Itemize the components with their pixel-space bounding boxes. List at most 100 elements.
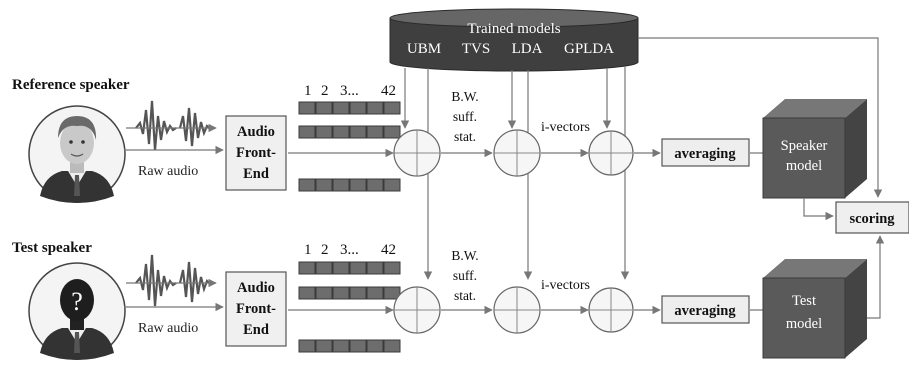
feature-index-2: 2 xyxy=(321,83,329,99)
scoring-label: scoring xyxy=(849,211,895,227)
feature-cell xyxy=(333,262,349,274)
test-bw-stats-label: B.W. suff. stat. xyxy=(451,248,478,303)
feature-cell xyxy=(333,340,349,352)
feature-cell xyxy=(299,262,315,274)
model-lda-label: LDA xyxy=(512,41,543,57)
feature-cell xyxy=(350,126,366,138)
test-front-end-line-3: End xyxy=(243,322,269,338)
test-bw-label-line-1: B.W. xyxy=(451,248,478,263)
feature-cell xyxy=(333,287,349,299)
test-feature-index-1: 1 xyxy=(304,242,312,258)
feature-cell xyxy=(299,102,315,114)
test-averaging-box: averaging xyxy=(662,296,749,323)
trained-models-database: Trained models UBM TVS LDA GPLDA xyxy=(390,9,638,71)
feature-cell xyxy=(367,102,383,114)
reference-feature-index-labels: 1 2 3... 42 xyxy=(304,83,396,99)
feature-cell xyxy=(384,179,400,191)
feature-cell xyxy=(384,340,400,352)
test-front-end-box: Audio Front- End xyxy=(226,272,286,346)
feature-cell xyxy=(350,287,366,299)
feature-vector-row xyxy=(299,102,400,114)
bw-label-line-3: stat. xyxy=(454,129,476,144)
averaging-label-test: averaging xyxy=(674,303,736,319)
feature-cell xyxy=(316,287,332,299)
feature-cell xyxy=(333,126,349,138)
feature-cell xyxy=(367,179,383,191)
bw-label-line-2: suff. xyxy=(453,109,477,124)
test-feature-index-2: 2 xyxy=(321,242,329,258)
feature-vector-row xyxy=(299,262,400,274)
test-raw-audio-label: Raw audio xyxy=(138,321,198,336)
test-bw-label-line-3: stat. xyxy=(454,288,476,303)
feature-cell xyxy=(367,287,383,299)
test-front-end-line-1: Audio xyxy=(237,280,275,296)
test-speaker-label: Test speaker xyxy=(12,240,92,256)
feature-index-3: 3... xyxy=(340,83,359,99)
reference-speaker-label: Reference speaker xyxy=(12,77,130,93)
test-speaker-avatar: ? xyxy=(29,263,125,360)
feature-cell xyxy=(316,179,332,191)
feature-index-1: 1 xyxy=(304,83,312,99)
feature-cell xyxy=(350,179,366,191)
reference-ivectors-label: i-vectors xyxy=(541,120,590,135)
model-gplda-label: GPLDA xyxy=(564,41,614,57)
feature-cell xyxy=(367,262,383,274)
speaker-model-line-1: Speaker xyxy=(781,138,828,154)
speaker-model-line-2: model xyxy=(786,158,822,174)
test-feature-vectors xyxy=(299,262,400,352)
feature-cell xyxy=(333,102,349,114)
scoring-box: scoring xyxy=(836,202,909,233)
reference-front-end-box: Audio Front- End xyxy=(226,116,286,190)
feature-cell xyxy=(333,179,349,191)
feature-cell xyxy=(367,126,383,138)
feature-cell xyxy=(384,262,400,274)
feature-cell xyxy=(384,126,400,138)
feature-cell xyxy=(316,126,332,138)
speaker-model-cube: Speaker model xyxy=(763,99,867,198)
feature-cell xyxy=(299,179,315,191)
test-feature-index-3: 3... xyxy=(340,242,359,258)
averaging-label-ref: averaging xyxy=(674,146,736,162)
feature-index-42: 42 xyxy=(381,83,396,99)
feature-vector-row xyxy=(299,179,400,191)
test-feature-index-labels: 1 2 3... 42 xyxy=(304,242,396,258)
test-model-line-1: Test xyxy=(792,293,816,309)
test-model-cube: Test model xyxy=(763,259,867,358)
feature-cell xyxy=(384,102,400,114)
feature-vector-row xyxy=(299,287,400,299)
feature-cell xyxy=(367,340,383,352)
test-model-line-2: model xyxy=(786,316,822,332)
front-end-line-2: Front- xyxy=(236,145,276,161)
reference-raw-audio-label: Raw audio xyxy=(138,164,198,179)
test-bw-label-line-2: suff. xyxy=(453,268,477,283)
feature-cell xyxy=(299,340,315,352)
model-tvs-label: TVS xyxy=(462,41,490,57)
feature-vector-row xyxy=(299,126,400,138)
trained-models-title: Trained models xyxy=(467,21,560,37)
reference-waveform xyxy=(136,101,214,150)
test-front-end-line-2: Front- xyxy=(236,301,276,317)
feature-cell xyxy=(316,262,332,274)
front-end-line-1: Audio xyxy=(237,124,275,140)
feature-cell xyxy=(350,340,366,352)
feature-cell xyxy=(316,340,332,352)
reference-speaker-avatar xyxy=(29,106,125,203)
reference-feature-vectors xyxy=(299,102,400,191)
feature-cell xyxy=(350,262,366,274)
unknown-speaker-mark: ? xyxy=(71,287,83,316)
front-end-line-3: End xyxy=(243,166,269,182)
model-ubm-label: UBM xyxy=(407,41,441,57)
feature-cell xyxy=(350,102,366,114)
reference-averaging-box: averaging xyxy=(662,139,749,166)
reference-bw-stats-label: B.W. suff. stat. xyxy=(451,89,478,144)
bw-label-line-1: B.W. xyxy=(451,89,478,104)
feature-vector-row xyxy=(299,340,400,352)
feature-cell xyxy=(299,126,315,138)
test-ivectors-label: i-vectors xyxy=(541,278,590,293)
test-waveform xyxy=(136,255,214,306)
feature-cell xyxy=(299,287,315,299)
test-feature-index-42: 42 xyxy=(381,242,396,258)
feature-cell xyxy=(316,102,332,114)
